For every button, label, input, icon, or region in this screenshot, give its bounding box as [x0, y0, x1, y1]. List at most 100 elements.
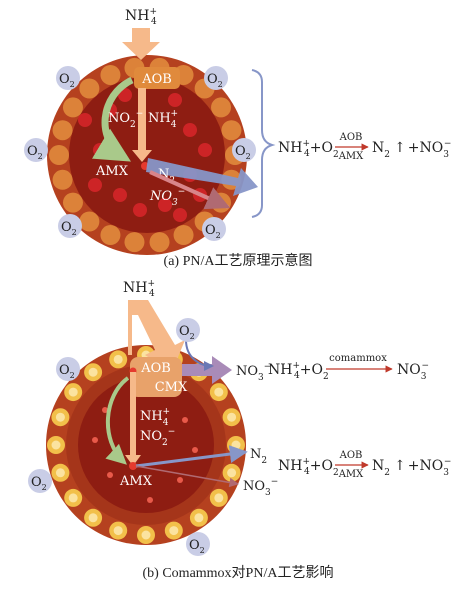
amx-dot — [158, 198, 172, 212]
amx-dot — [147, 497, 153, 503]
svg-text:O2: O2 — [189, 538, 205, 555]
amx-dot — [192, 447, 198, 453]
svg-text:O2: O2 — [207, 72, 223, 89]
svg-text:O2: O2 — [59, 363, 75, 380]
amx-dot — [182, 417, 188, 423]
n2-label-b: N2 — [250, 447, 267, 466]
o2-bubble: O2 — [56, 357, 80, 381]
panel-a: NH+4 AOB NO2− NH4+ AMX N2 NO3− O2O2O2O2O… — [24, 7, 451, 255]
aob-bead — [62, 192, 83, 213]
cmx-label-b: CMX — [155, 380, 188, 395]
nh4-input-label-b: NH+4 — [123, 279, 155, 299]
amx-dot — [183, 123, 197, 137]
aob-bead — [100, 225, 121, 246]
cmx-no3-label-b: NO3− — [236, 362, 271, 383]
n2-output-arrow-b — [135, 445, 248, 468]
inner-no2-label-b: NO2− — [140, 427, 175, 448]
amx-node-b — [129, 462, 137, 470]
amx-dot — [173, 208, 187, 222]
svg-text:O2: O2 — [31, 475, 47, 492]
no3-output-arrow-a — [149, 170, 231, 210]
amx-dot — [118, 88, 132, 102]
inner-nh4-label-b: NH4+ — [140, 407, 170, 428]
equation-b-top: NH+4+O2 comammox NO3− — [268, 353, 429, 382]
amx-dot — [107, 472, 113, 478]
nh4-flow-arrow-a — [132, 88, 152, 162]
amx-dot — [102, 407, 108, 413]
svg-text:AOB: AOB — [339, 132, 363, 143]
svg-text:comammox: comammox — [329, 353, 387, 364]
aob-bead — [124, 232, 145, 253]
caption-a: (a) PN/A工艺原理示意图 — [163, 254, 313, 269]
amx-dot — [133, 203, 147, 217]
aob-bead — [79, 78, 100, 99]
svg-text:AOB: AOB — [339, 450, 363, 461]
aob-bead — [149, 232, 170, 253]
inner-no2-label-a: NO2− — [108, 109, 143, 130]
o2-bubble: O2 — [56, 66, 80, 90]
o2-bubble: O2 — [24, 138, 48, 162]
amx-dot — [198, 143, 212, 157]
aob-cmx-box-b — [130, 357, 182, 397]
aob-bead — [52, 169, 73, 190]
amx-label-a: AMX — [95, 164, 129, 179]
svg-text:O2: O2 — [61, 220, 77, 237]
aob-box-a — [134, 67, 180, 89]
aob-bead — [173, 225, 194, 246]
equation-a: NH+4+O2 AOB AMX N2↑+NO3− — [278, 132, 451, 162]
aob-bead — [211, 97, 232, 118]
amx-dot — [88, 178, 102, 192]
o2-bubble: O2 — [176, 318, 200, 342]
nh4-input-arrow-a — [122, 28, 160, 60]
svg-text:N2↑+NO3−: N2↑+NO3− — [372, 139, 451, 160]
o2-bubble: O2 — [58, 214, 82, 238]
granule-b-inner — [78, 377, 214, 513]
svg-text:O2: O2 — [179, 324, 195, 341]
svg-text:NH+4+O2: NH+4+O2 — [268, 361, 329, 382]
inner-nh4-label-a: NH4+ — [148, 109, 178, 130]
no3-label-b: NO3− — [243, 477, 278, 498]
n2-output-arrow-a — [146, 158, 258, 196]
svg-text:N2↑+NO3−: N2↑+NO3− — [372, 457, 451, 478]
svg-text:AMX: AMX — [338, 151, 364, 162]
svg-text:O2: O2 — [205, 223, 221, 240]
no2-flow-arrow-a — [91, 76, 134, 162]
aob-bead — [79, 211, 100, 232]
o2-bubble: O2 — [186, 532, 210, 556]
equation-b-bottom: NH+4+O2 AOB AMX N2↑+NO3− — [278, 450, 451, 480]
svg-text:O2: O2 — [27, 144, 43, 161]
o2-bubble: O2 — [232, 138, 256, 162]
caption-b: (b) Comammox对PN/A工艺影响 — [142, 566, 334, 581]
svg-text:AMX: AMX — [338, 469, 364, 480]
nh4-flow-arrow-b — [125, 372, 141, 466]
aob-bead — [100, 64, 121, 85]
o2-bubble: O2 — [28, 469, 52, 493]
amx-dot — [93, 143, 107, 157]
o2-bubble: O2 — [202, 217, 226, 241]
no2-flow-arrow-b — [105, 376, 130, 465]
o2-bubble: O2 — [204, 66, 228, 90]
svg-text:O2: O2 — [59, 72, 75, 89]
nh4-input-label-a: NH+4 — [125, 7, 157, 27]
no3-output-arrow-b — [135, 465, 239, 488]
svg-text:NO3−: NO3− — [397, 361, 429, 382]
svg-text:NH+4+O2: NH+4+O2 — [278, 139, 339, 160]
panel-b: NH+4 AOB CMX NO3− NH4+ NO2− AMX N2 — [28, 279, 451, 556]
aob-bead — [49, 145, 69, 165]
aob-bead — [52, 120, 73, 141]
aob-label-b: AOB — [140, 361, 171, 376]
svg-text:NH+4+O2: NH+4+O2 — [278, 457, 339, 478]
amx-dot — [113, 188, 127, 202]
amx-dot — [92, 437, 98, 443]
nh4-input-arrow-b — [128, 300, 185, 372]
amx-dot — [177, 477, 183, 483]
o2-to-cmx-arrow-b — [185, 339, 214, 371]
no3-label-a: NO3− — [149, 187, 185, 208]
aob-label-a: AOB — [141, 72, 172, 87]
amx-dots-b — [92, 407, 198, 503]
amx-label-b: AMX — [119, 474, 153, 489]
